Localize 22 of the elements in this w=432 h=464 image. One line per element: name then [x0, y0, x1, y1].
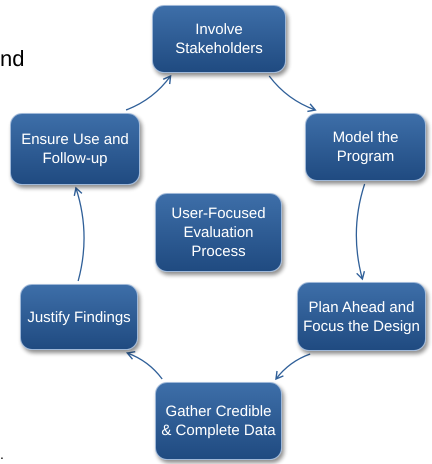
curved-arrow — [268, 76, 316, 112]
step-text: Gather Credible & Complete Data — [160, 402, 277, 440]
step-text: Involve Stakeholders — [174, 20, 264, 58]
step-box — [155, 193, 282, 272]
step-text: Ensure Use and Follow-up — [20, 130, 130, 168]
step-box — [10, 113, 140, 185]
step-box — [305, 113, 426, 181]
text-fragment: nd — [0, 46, 24, 72]
curved-arrow — [356, 184, 366, 280]
step-text: Justify Findings — [27, 308, 131, 326]
step-text: Plan Ahead and Focus the Design — [302, 298, 421, 336]
curved-arrow — [126, 75, 172, 111]
step-box — [152, 5, 286, 73]
step-box — [155, 382, 282, 460]
step-text: User-Focused Evaluation Process — [170, 204, 267, 261]
step-box — [297, 282, 426, 351]
step-text: Model the Program — [332, 128, 400, 166]
curved-arrow — [73, 187, 85, 282]
curved-arrow — [275, 353, 310, 380]
step-box — [20, 284, 138, 350]
curved-arrow — [126, 351, 163, 380]
text-fragment: . — [0, 446, 4, 462]
